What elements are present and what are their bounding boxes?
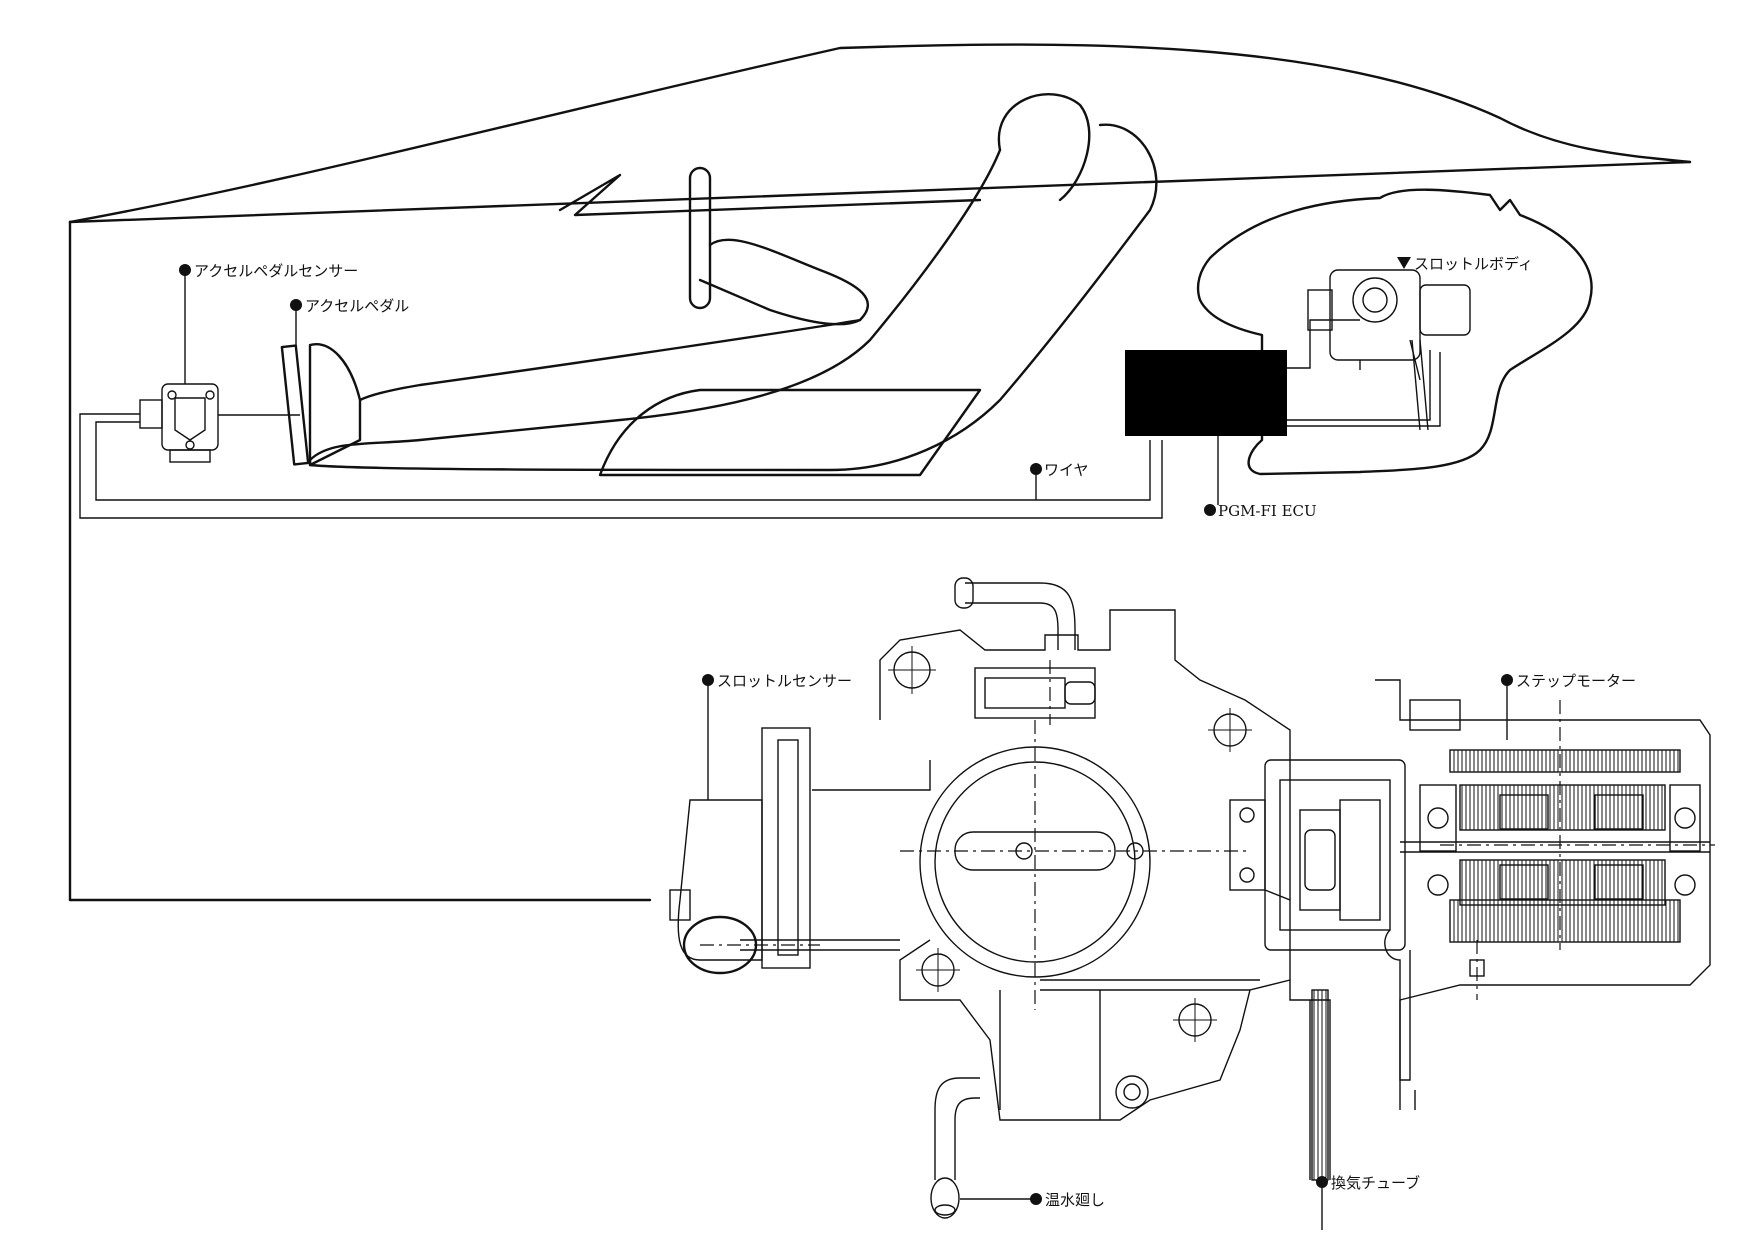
label-step-motor-text: ステップモーター [1516, 672, 1636, 690]
label-throttle-body-text: スロットルボディ [1414, 255, 1533, 273]
label-vent-tube-text: 換気チューブ [1331, 1174, 1420, 1192]
svg-text:温水廻し: 温水廻し [1045, 1191, 1105, 1209]
svg-text:ステップモーター: ステップモーター [1516, 672, 1636, 690]
pedal-wiring [79, 413, 1163, 519]
label-accel-pedal: アクセルペダル [290, 297, 409, 346]
accelerator-pedal-sensor [139, 383, 219, 463]
car-silhouette [68, 43, 1692, 902]
label-accel-pedal-sensor-text: アクセルペダルセンサー [194, 262, 358, 280]
label-pgm-fi-ecu-text: PGM-FI ECU [1218, 502, 1317, 520]
svg-text:スロットルボディ: スロットルボディ [1414, 255, 1533, 273]
svg-text:アクセルペダルセンサー: アクセルペダルセンサー [194, 262, 358, 280]
label-wire-text: ワイヤ [1044, 461, 1089, 479]
label-throttle-sensor: スロットルセンサー [702, 672, 852, 800]
label-throttle-sensor-text: スロットルセンサー [717, 672, 852, 690]
driver-figure [308, 93, 1158, 477]
svg-text:換気チューブ: 換気チューブ [1331, 1174, 1420, 1192]
label-hot-water-text: 温水廻し [1045, 1191, 1105, 1209]
label-pgm-fi-ecu: PGM-FI ECU [1204, 502, 1317, 520]
label-throttle-body: スロットルボディ [1397, 255, 1533, 273]
svg-text:スロットルセンサー: スロットルセンサー [717, 672, 852, 690]
label-vent-tube: 換気チューブ [1316, 1174, 1420, 1192]
label-wire: ワイヤ [1030, 461, 1089, 500]
accelerator-pedal [280, 344, 310, 466]
svg-text:アクセルペダル: アクセルペダル [305, 297, 409, 315]
engine-compartment [1196, 188, 1593, 476]
label-step-motor: ステップモーター [1501, 672, 1636, 740]
label-hot-water: 温水廻し [960, 1191, 1105, 1209]
throttle-body-small [1307, 269, 1471, 431]
label-accel-pedal-sensor: アクセルペダルセンサー [179, 262, 358, 384]
throttle-body-detail [669, 577, 1715, 1230]
svg-text:ワイヤ: ワイヤ [1044, 461, 1089, 479]
label-accel-pedal-text: アクセルペダル [305, 297, 409, 315]
pgm-fi-ecu-box [1125, 319, 1441, 505]
svg-text:PGM-FI ECU: PGM-FI ECU [1218, 502, 1317, 520]
